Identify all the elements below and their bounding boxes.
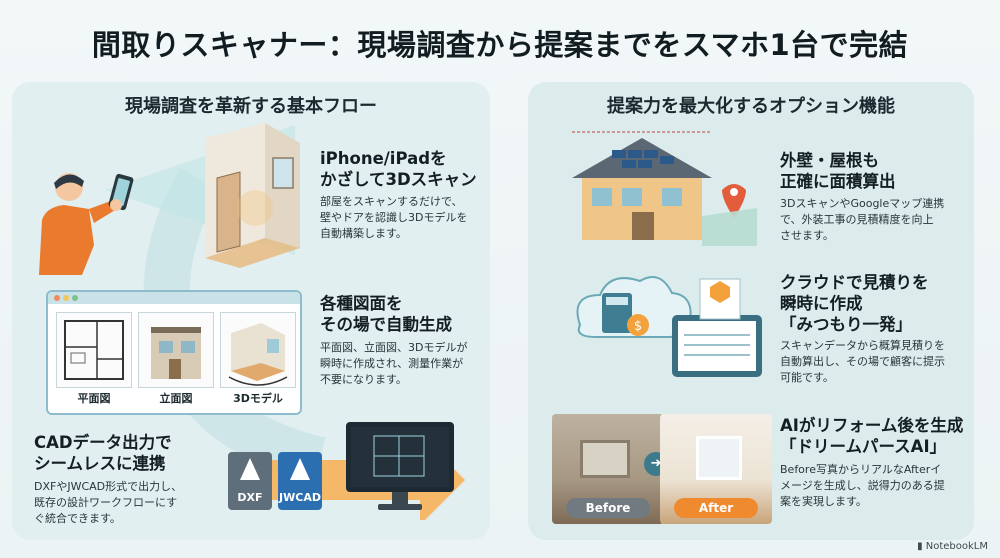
drawings-window: 平面図 立面図 3Dモデル <box>46 290 302 415</box>
floor-plan-thumbnail <box>56 312 132 388</box>
ai-heading: AIがリフォーム後を生成 「ドリームパースAI」 <box>780 416 964 456</box>
window-title-bar <box>48 292 300 304</box>
scan-description: 部屋をスキャンするだけで、 壁やドアを認識し3Dモデルを 自動構築します。 <box>320 195 468 240</box>
before-label: Before <box>566 498 650 518</box>
option-features-heading: 提案力を最大化するオプション機能 <box>607 96 895 117</box>
elevation-icon <box>151 327 201 379</box>
after-label: After <box>674 498 758 518</box>
exterior-description: 3DスキャンやGoogleマップ連携 で、外装工事の見積精度を向上 させます。 <box>780 197 945 242</box>
floor-plan-label: 平面図 <box>77 392 111 405</box>
cloud-estimate-icon: $ <box>576 276 762 377</box>
floor-plan-icon <box>64 320 124 380</box>
window-dot-icon <box>63 295 69 301</box>
drawings-description: 平面図、立面図、3Dモデルが 瞬時に作成され、測量作業が 不要になります。 <box>320 341 468 386</box>
window-dot-icon <box>72 295 78 301</box>
basic-flow-heading: 現場調査を革新する基本フロー <box>125 96 377 117</box>
scanned-room-icon <box>205 123 300 268</box>
dxf-file-icon: DXF <box>228 452 272 510</box>
cad-monitor-icon <box>346 422 454 510</box>
page-title: 間取りスキャナー：現場調査から提案までをスマホ1台で完結 <box>91 28 909 62</box>
3d-model-icon <box>228 323 288 386</box>
estimate-heading: クラウドで見積りを 瞬時に作成 「みつもり一発」 <box>780 273 929 334</box>
jwcad-file-icon: JWCAD <box>278 452 322 510</box>
window-dot-icon <box>54 295 60 301</box>
person-scanning-icon <box>39 173 134 275</box>
elevation-thumbnail <box>138 312 214 388</box>
brand-watermark: ▮ NotebookLM <box>917 541 988 552</box>
elevation-label: 立面図 <box>159 392 193 405</box>
after-photo: After <box>660 414 772 524</box>
house-measurement-icon <box>572 131 757 246</box>
cad-heading: CADデータ出力で シームレスに連携 <box>34 433 172 473</box>
estimate-description: スキャンデータから概算見積りを 自動算出し、その場で顧客に提示 可能です。 <box>780 339 945 384</box>
exterior-heading: 外壁・屋根も 正確に面積算出 <box>780 151 896 191</box>
3d-model-thumbnail <box>220 312 296 388</box>
3d-model-label: 3Dモデル <box>233 392 283 405</box>
cad-description: DXFやJWCAD形式で出力し、 既存の設計ワークフローにす ぐ統合できます。 <box>34 480 183 525</box>
after-window-icon <box>696 436 742 480</box>
before-window-icon <box>580 440 630 478</box>
scan-heading: iPhone/iPadを かざして3Dスキャン <box>320 149 477 189</box>
svg-text:$: $ <box>634 319 642 334</box>
ai-description: Before写真からリアルなAfterイ メージを生成し、説得力のある提 案を実… <box>780 463 945 508</box>
drawings-heading: 各種図面を その場で自動生成 <box>320 294 452 334</box>
